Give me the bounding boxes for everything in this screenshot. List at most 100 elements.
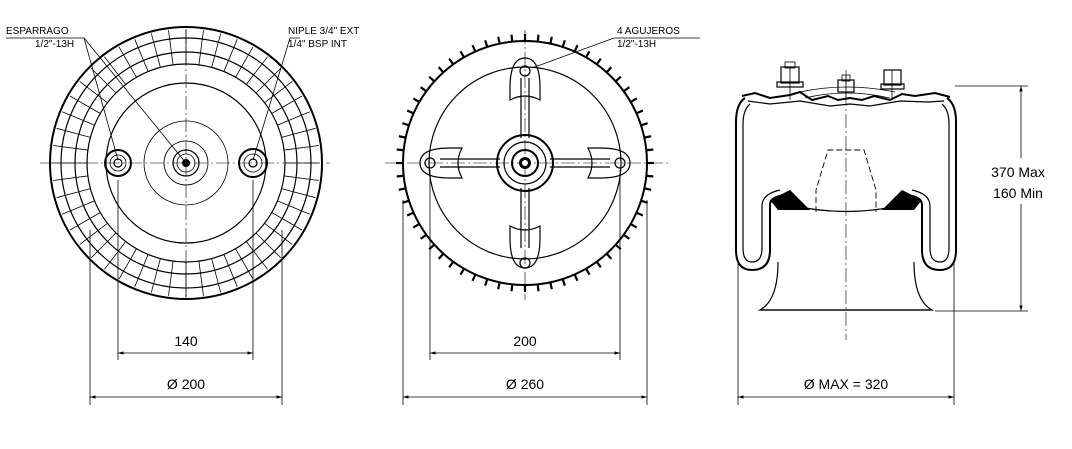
view2-serration-tooth (644, 187, 652, 191)
view3-piston-top (789, 204, 903, 213)
view2-serration-tooth (595, 261, 602, 269)
view3-top-plate-layer (799, 86, 896, 99)
view2-serration-tooth (536, 284, 540, 292)
view1-ring-rib (271, 95, 303, 114)
view3-top-plate-lower (747, 100, 945, 107)
view2-serration-tooth (412, 223, 420, 229)
view1-nipple-label-line1: NIPLE 3/4" EXT (288, 26, 359, 37)
view1-ring-rib (53, 145, 88, 151)
view2-serration-tooth (484, 278, 489, 287)
view1-right-stud-mid (243, 153, 263, 173)
view2-serration-tooth (471, 274, 477, 282)
view2-inner-circle (428, 66, 622, 260)
view1-left-stud-outer (104, 149, 132, 177)
view1-ring-rib (245, 56, 268, 85)
view3-height-min-text: 160 Min (993, 185, 1043, 201)
view2-serration-tooth (549, 36, 553, 44)
view2-hole-top (519, 65, 531, 77)
view1-nipple-outer (172, 149, 200, 177)
view2-serration-tooth (561, 39, 566, 48)
view3-center-nipple (837, 74, 855, 100)
view1-stud-label-line2: 1/2"-13H (35, 39, 74, 50)
view2-serration-tooth (573, 44, 579, 52)
view2-dim-260-text: Ø 260 (506, 376, 544, 392)
view2-serration-tooth (448, 57, 455, 65)
view2-holes-label-line2: 1/2"-13H (617, 39, 656, 50)
view1-ring-rib (69, 212, 101, 231)
view1-stud-label-line1: ESPARRAGO (6, 26, 69, 37)
view2-hole-left (424, 157, 436, 169)
view1-ring-rib (198, 261, 204, 296)
view1-dim-140-text: 140 (174, 333, 198, 349)
view1-ring-rib (211, 258, 222, 293)
view1-ring-rib (264, 81, 293, 104)
view1-outer-circle (49, 26, 323, 300)
view1-ring-rib (90, 232, 117, 259)
view2-serration-tooth (459, 50, 465, 58)
view1-ring-rib (69, 95, 101, 114)
view2-hole-right (614, 157, 626, 169)
view1-hub-leader (83, 37, 187, 164)
view2-serration-tooth (630, 97, 638, 103)
view1-ring-ribs (52, 29, 320, 297)
view3-top-plate (741, 90, 951, 102)
view2-serration-tooth (510, 34, 514, 42)
view2-serration-tooth (398, 135, 406, 139)
view2-serration-tooth (595, 57, 602, 65)
view1-ring-rib (235, 248, 254, 280)
view2-serration-tooth (630, 223, 638, 229)
view1-ring-rib (150, 258, 161, 293)
view1-nipple-label-line2: 1/4" BSP INT (288, 39, 347, 50)
view2-serration-tooth (585, 268, 591, 276)
view1-hub-circle (163, 140, 209, 186)
view1-ring-rib (79, 81, 108, 104)
view2-serration-tooth (448, 261, 455, 269)
view-2-bottom-piston: 4 AGUJEROS 1/2"-13H 200 Ø 260 (385, 26, 700, 405)
view2-serration-tooth (614, 75, 622, 83)
view1-ring-rib (104, 56, 127, 85)
view2-serration-tooth (401, 122, 410, 127)
view-1-top-plate: ESPARRAGO 1/2"-13H NIPLE 3/4" EXT 1/4" B… (6, 26, 359, 405)
view2-serration-tooth (406, 109, 414, 115)
view2-serration-teeth (396, 34, 654, 292)
view2-serration-tooth (398, 187, 406, 191)
view2-serration-tooth (573, 274, 579, 282)
view2-hub-bore (522, 160, 528, 166)
view1-ring-rib (223, 39, 238, 72)
view1-ring-rib (277, 200, 310, 215)
view2-serration-tooth (605, 252, 613, 260)
view2-holes-leader (531, 37, 700, 69)
view2-serration-tooth (497, 282, 501, 290)
view1-ring-rib (134, 39, 149, 72)
view-3-side-section: 370 Max 160 Min Ø MAX = 320 (735, 61, 1058, 405)
view2-serration-tooth (412, 97, 420, 103)
view1-ring-rib (150, 33, 161, 68)
view1-ring-rib (104, 241, 127, 270)
view1-nipple-hex (176, 153, 196, 173)
view1-ring-rib (118, 248, 137, 280)
view2-dim-200-text: 200 (513, 333, 537, 349)
view1-ring-rib (211, 33, 222, 68)
view3-internal-bumper (815, 149, 877, 212)
view1-ring-rib (281, 127, 316, 138)
view2-serration-tooth (419, 86, 427, 93)
view1-ring-rib (168, 261, 174, 296)
view1-ring-rib (168, 30, 174, 65)
view2-hub-outer (496, 134, 554, 192)
view2-serration-tooth (623, 86, 631, 93)
view2-serration-tooth (561, 278, 566, 287)
view2-serration-tooth (406, 211, 414, 217)
view2-serration-tooth (484, 39, 489, 48)
view1-ring-rib (255, 232, 282, 259)
view2-serration-tooth (623, 233, 631, 240)
view3-width-text: Ø MAX = 320 (804, 376, 889, 392)
view1-ring-rib (118, 46, 137, 78)
view1-ring-rib (53, 175, 88, 181)
view2-serration-tooth (549, 282, 553, 290)
view2-serration-tooth (646, 148, 654, 152)
view1-ring-rib (245, 241, 268, 270)
view2-serration-tooth (636, 109, 644, 115)
view1-dim-200-text: Ø 200 (167, 376, 205, 392)
view2-serration-tooth (396, 148, 404, 152)
view1-ring-rib (284, 175, 319, 181)
